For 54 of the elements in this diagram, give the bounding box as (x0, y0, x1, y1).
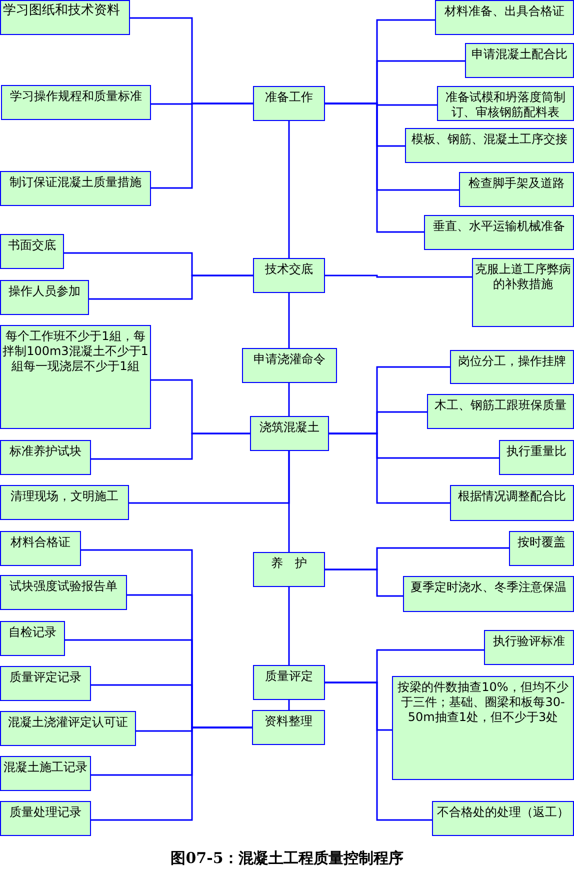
process-box: 材料合格证 (0, 531, 81, 566)
process-box: 操作人员参加 (0, 280, 89, 315)
process-box: 准备试模和坍落度筒制订、审核钢筋配料表 (437, 86, 574, 121)
process-box: 学习操作规程和质量标准 (1, 85, 151, 120)
connector-line (91, 726, 252, 821)
process-box: 夏季定时浇水、冬季注意保温 (403, 576, 574, 612)
process-box: 申请混凝土配合比 (465, 43, 574, 78)
process-box: 养 护 (253, 552, 325, 587)
process-box: 试块强度试验报告单 (0, 575, 127, 610)
process-box: 制订保证混凝土质量措施 (0, 171, 151, 206)
process-box: 每个工作班不少于1組，每拌制100m3混凝土不少于1組每一现浇层不少于1組 (0, 325, 151, 429)
process-box: 资料整理 (252, 710, 325, 745)
process-box: 技术交底 (253, 258, 325, 293)
connector-line (89, 274, 253, 300)
process-box: 模板、钢筋、混凝土工序交接 (405, 128, 574, 163)
process-box: 质量评定 (253, 665, 325, 700)
process-box: 质量评定记录 (0, 666, 91, 701)
process-box: 岗位分工，操作挂牌 (450, 350, 574, 384)
process-box: 按梁的件数抽查10%，但均不少于三件；基础、圈梁和板每30-50m抽查1处，但不少于3处 (392, 676, 574, 780)
process-box: 学习图纸和技术资料 (0, 0, 130, 35)
process-box: 浇筑混凝土 (250, 416, 329, 451)
process-box: 按时覆盖 (509, 531, 574, 566)
process-box: 垂直、水平运输机械准备 (424, 215, 574, 250)
process-box: 木工、钢筋工跟班保质量 (427, 394, 574, 429)
process-box: 自检记录 (0, 621, 65, 656)
process-box: 不合格处的处理（返工） (432, 801, 574, 836)
connector-line (288, 121, 290, 258)
process-box: 准备工作 (253, 86, 325, 121)
process-box: 材料准备、出具合格证 (435, 0, 574, 35)
connector-line (325, 568, 403, 597)
connector-line (288, 383, 290, 416)
connector-line (91, 432, 250, 460)
process-box: 书面交底 (0, 234, 64, 269)
connector-line (288, 700, 290, 710)
connector-line (151, 102, 253, 189)
process-box: 质量处理记录 (0, 801, 91, 836)
connector-line (329, 432, 450, 504)
connector-line (288, 451, 290, 552)
process-box: 克服上道工序弊病的补救措施 (472, 258, 574, 327)
process-box: 执行重量比 (499, 440, 574, 475)
process-box: 混凝土施工记录 (0, 756, 91, 791)
process-box: 检查脚手架及道路 (459, 172, 574, 207)
process-box: 清理现场，文明施工 (0, 485, 129, 520)
process-box: 根据情况调整配合比 (450, 485, 574, 521)
figure-caption: 图07-5：混凝土工程质量控制程序 (170, 849, 404, 868)
process-box: 申请浇灌命令 (242, 348, 337, 383)
connector-line (288, 587, 290, 665)
process-box: 标准养护试块 (0, 440, 91, 475)
connector-line (325, 682, 432, 821)
connector-line (288, 293, 290, 348)
process-box: 混凝土浇灌评定认可证 (0, 711, 136, 746)
connector-line (325, 274, 472, 278)
connector-line (325, 102, 424, 233)
process-box: 执行验评标准 (484, 630, 574, 665)
